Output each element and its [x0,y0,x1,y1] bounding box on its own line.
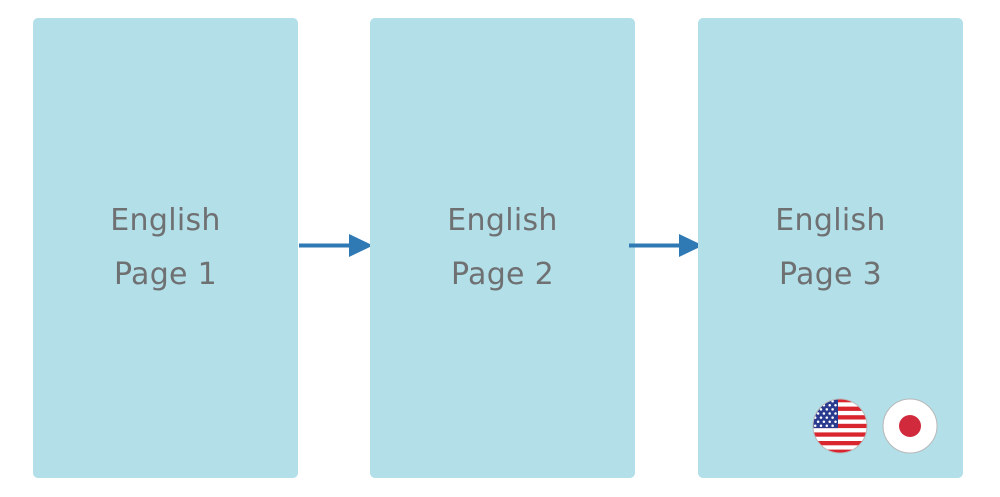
page-box-3-language: English [775,203,886,238]
page-box-1-labels: English Page 1 [33,204,298,292]
page-box-1-page: Page 1 [113,257,218,292]
arrow-right-icon-2 [627,232,707,264]
page-box-1[interactable]: English Page 1 [33,18,298,478]
flag-united-states-icon[interactable] [812,398,868,454]
page-box-1-language: English [110,203,221,238]
arrow-right-icon-1 [297,232,377,264]
page-box-2[interactable]: English Page 2 [370,18,635,478]
page-box-2-labels: English Page 2 [370,204,635,292]
page-box-2-language: English [447,203,558,238]
flag-japan-icon[interactable] [882,398,938,454]
page-box-3-labels: English Page 3 [698,204,963,292]
flag-row [812,398,938,454]
page-box-2-page: Page 2 [450,257,555,292]
page-box-3-page: Page 3 [778,257,883,292]
